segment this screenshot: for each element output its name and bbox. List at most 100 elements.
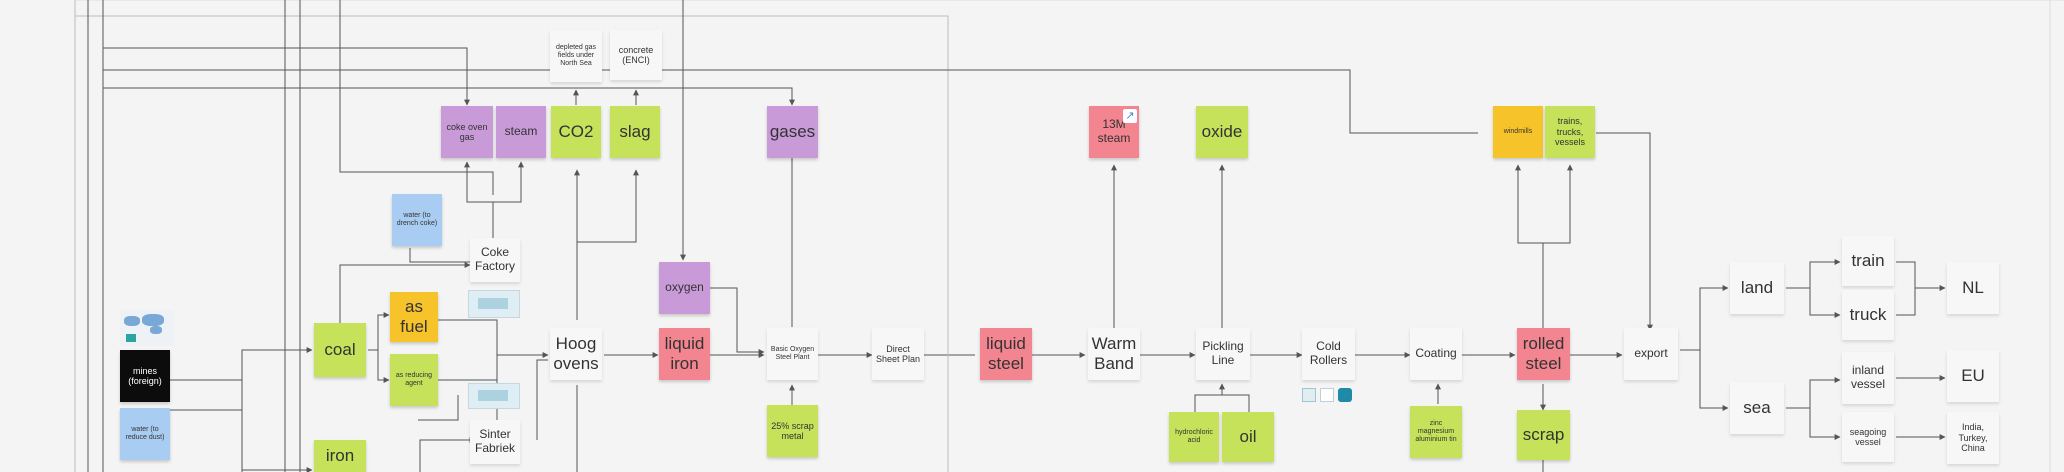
oxygen-label: oxygen <box>665 280 704 295</box>
sea-label: sea <box>1743 398 1771 418</box>
seagoing-vessel-note: seagoing vessel <box>1842 412 1894 462</box>
sinter-fabriek-label: Sinter Fabriek <box>474 427 515 455</box>
coke-factory-photo <box>468 290 520 318</box>
water-drench-label: water (to drench coke) <box>396 211 438 227</box>
inland-vessel-note: inland vessel <box>1842 352 1894 404</box>
zinc-magnesium-aluminium-tin-note: zinc magnesium aluminium tin <box>1410 406 1462 458</box>
coating-label: Coating <box>1415 346 1457 361</box>
oxide-note: oxide <box>1196 106 1248 158</box>
13m-steam-note: 13M steam ↗ <box>1089 106 1139 158</box>
coal-note: coal <box>314 323 366 377</box>
co2-note: CO2 <box>551 106 601 158</box>
hoog-ovens-label: Hoog ovens <box>553 334 599 373</box>
pickling-line-note: Pickling Line <box>1196 328 1250 380</box>
scrap-label: scrap <box>1522 425 1565 445</box>
liquid-iron-note: liquid iron <box>659 328 710 380</box>
iron-label: iron <box>325 446 355 466</box>
co2-label: CO2 <box>558 122 594 142</box>
land-label: land <box>1740 278 1774 298</box>
gases-label: gases <box>769 122 816 142</box>
coke-factory-note: Coke Factory <box>470 238 520 282</box>
hydrochloric-acid-note: hydrochloric acid <box>1169 412 1219 462</box>
eu-label: EU <box>1961 366 1985 386</box>
warm-band-label: Warm Band <box>1091 334 1137 373</box>
mines-foreign-note: mines (foreign) <box>120 350 170 402</box>
windmills-label: windmills <box>1503 127 1533 135</box>
india-turkey-china-label: India, Turkey, China <box>1958 422 1988 454</box>
concrete-note: concrete (ENCI) <box>610 30 662 80</box>
world-map-thumbnail <box>120 310 174 346</box>
coke-factory-label: Coke Factory <box>474 245 515 273</box>
train-label: train <box>1851 251 1885 271</box>
sinter-fabriek-note: Sinter Fabriek <box>470 420 520 464</box>
scrap-metal-label: 25% scrap metal <box>771 420 814 441</box>
depleted-gas-label: depleted gas fields under North Sea <box>555 43 597 68</box>
coal-label: coal <box>324 340 356 360</box>
sinter-factory-photo <box>468 383 520 409</box>
inland-vessel-label: inland vessel <box>1850 363 1885 391</box>
coating-note: Coating <box>1410 328 1462 380</box>
cold-rollers-app-icon <box>1338 388 1352 402</box>
coke-oven-gas-label: coke oven gas <box>446 121 488 142</box>
cold-rollers-note: Cold Rollers <box>1302 328 1355 380</box>
cold-rollers-label: Cold Rollers <box>1309 339 1348 367</box>
pickling-line-label: Pickling Line <box>1202 339 1244 367</box>
truck-note: truck <box>1842 290 1894 340</box>
india-turkey-china-note: India, Turkey, China <box>1947 412 1999 464</box>
water-reduce-dust-note: water (to reduce dust) <box>120 408 170 460</box>
coke-oven-gas-note: coke oven gas <box>441 106 493 158</box>
liquid-steel-label: liquid steel <box>986 334 1026 373</box>
seagoing-vessel-label: seagoing vessel <box>1849 426 1887 447</box>
as-fuel-note: as fuel <box>390 292 438 342</box>
nl-label: NL <box>1962 278 1984 298</box>
rolled-steel-note: rolled steel <box>1517 328 1570 380</box>
concrete-label: concrete (ENCI) <box>618 44 654 65</box>
liquid-steel-note: liquid steel <box>980 328 1032 380</box>
oxygen-note: oxygen <box>659 262 710 314</box>
oil-note: oil <box>1222 412 1274 462</box>
sea-note: sea <box>1730 382 1784 434</box>
train-note: train <box>1842 236 1894 286</box>
mines-foreign-label: mines (foreign) <box>128 365 162 386</box>
direct-sheet-plan-note: Direct Sheet Plan <box>872 328 924 380</box>
water-reduce-dust-label: water (to reduce dust) <box>125 425 165 441</box>
as-reducing-agent-label: as reducing agent <box>395 371 433 387</box>
basic-oxygen-steel-plant-note: Basic Oxygen Steel Plant <box>767 328 818 380</box>
truck-label: truck <box>1849 305 1887 325</box>
trains-trucks-vessels-note: trains, trucks, vessels <box>1545 106 1595 158</box>
gases-note: gases <box>767 106 818 158</box>
13m-steam-label: 13M steam <box>1097 117 1131 145</box>
export-note: export <box>1624 328 1678 380</box>
oxide-label: oxide <box>1201 122 1243 142</box>
steam-top-label: steam <box>504 124 538 139</box>
iron-note: iron <box>314 440 366 472</box>
warm-band-note: Warm Band <box>1088 328 1140 380</box>
liquid-iron-label: liquid iron <box>664 334 705 373</box>
as-reducing-agent-note: as reducing agent <box>390 354 438 406</box>
trains-trucks-vessels-label: trains, trucks, vessels <box>1554 116 1585 148</box>
zinc-magnesium-aluminium-tin-label: zinc magnesium aluminium tin <box>1415 419 1457 444</box>
export-label: export <box>1634 346 1668 361</box>
rolled-steel-label: rolled steel <box>1522 334 1565 373</box>
eu-note: EU <box>1947 350 1999 402</box>
water-drench-note: water (to drench coke) <box>392 194 442 246</box>
cold-rollers-diagram-icon <box>1320 388 1334 402</box>
oil-label: oil <box>1239 427 1257 447</box>
depleted-gas-fields-note: depleted gas fields under North Sea <box>550 30 602 82</box>
as-fuel-label: as fuel <box>400 297 428 336</box>
scrap-note: scrap <box>1517 410 1570 460</box>
hoog-ovens-note: Hoog ovens <box>550 328 602 380</box>
basic-oxygen-steel-plant-label: Basic Oxygen Steel Plant <box>770 345 815 361</box>
link-icon[interactable]: ↗ <box>1123 109 1137 123</box>
cold-rollers-photo-icon <box>1302 388 1316 402</box>
hydrochloric-acid-label: hydrochloric acid <box>1175 428 1213 444</box>
steam-top-note: steam <box>496 106 546 158</box>
land-note: land <box>1730 262 1784 314</box>
scrap-metal-note: 25% scrap metal <box>767 405 818 457</box>
nl-note: NL <box>1947 262 1999 314</box>
windmills-note: windmills <box>1493 106 1543 158</box>
direct-sheet-plan-label: Direct Sheet Plan <box>875 343 921 364</box>
slag-label: slag <box>619 122 651 142</box>
